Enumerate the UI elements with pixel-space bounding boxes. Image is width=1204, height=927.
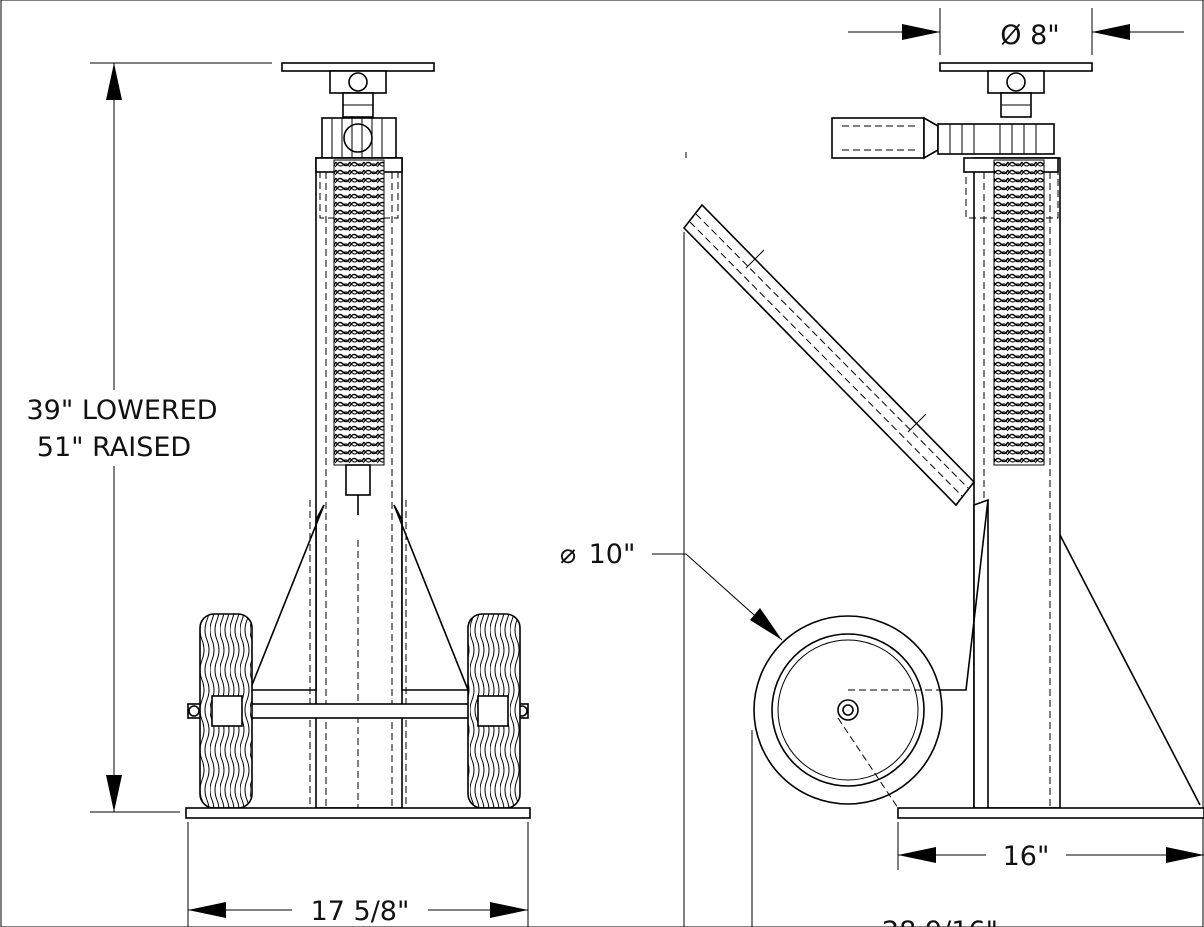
side-base-length-label: 16" — [1003, 841, 1050, 872]
pad-diameter-label: Ø 8" — [1000, 20, 1059, 51]
side-top-pad — [939, 62, 1093, 72]
overall-length-label: 28 9/16" — [882, 916, 998, 927]
side-screw-coil — [993, 159, 1045, 466]
front-swivel-head — [329, 70, 387, 118]
wheel-diameter-symbol: ⌀ — [560, 539, 576, 570]
side-wheel — [753, 615, 966, 809]
overall-length-dimension: 28 9/16" — [683, 232, 998, 927]
front-base-plate — [185, 807, 531, 819]
front-left-gusset — [248, 504, 325, 691]
front-right-gusset — [393, 504, 470, 691]
front-view — [185, 62, 531, 819]
front-top-pad — [281, 62, 435, 72]
front-axle — [187, 703, 529, 719]
side-crank-handle — [831, 116, 1055, 160]
wheel-diameter-label: 10" — [589, 539, 636, 570]
front-screw-coil — [333, 159, 385, 466]
wheel-diameter-dimension: ⌀ 10" — [560, 539, 783, 641]
height-lowered-label: 39" LOWERED — [26, 395, 217, 426]
base-width-label: 17 5/8" — [311, 896, 410, 927]
side-view — [682, 62, 1204, 819]
side-tow-handle — [682, 203, 976, 507]
side-bracket — [973, 498, 989, 809]
side-base-dimension: 16" — [897, 822, 1204, 872]
side-base-plate — [897, 807, 1204, 819]
side-swivel-head — [987, 70, 1045, 118]
front-height-dimension: 39" LOWERED 51" RAISED — [26, 62, 272, 813]
front-width-dimension: 17 5/8" — [187, 822, 529, 927]
height-raised-label: 51" RAISED — [37, 432, 191, 463]
pad-diameter-dimension: Ø 8" — [848, 8, 1184, 55]
